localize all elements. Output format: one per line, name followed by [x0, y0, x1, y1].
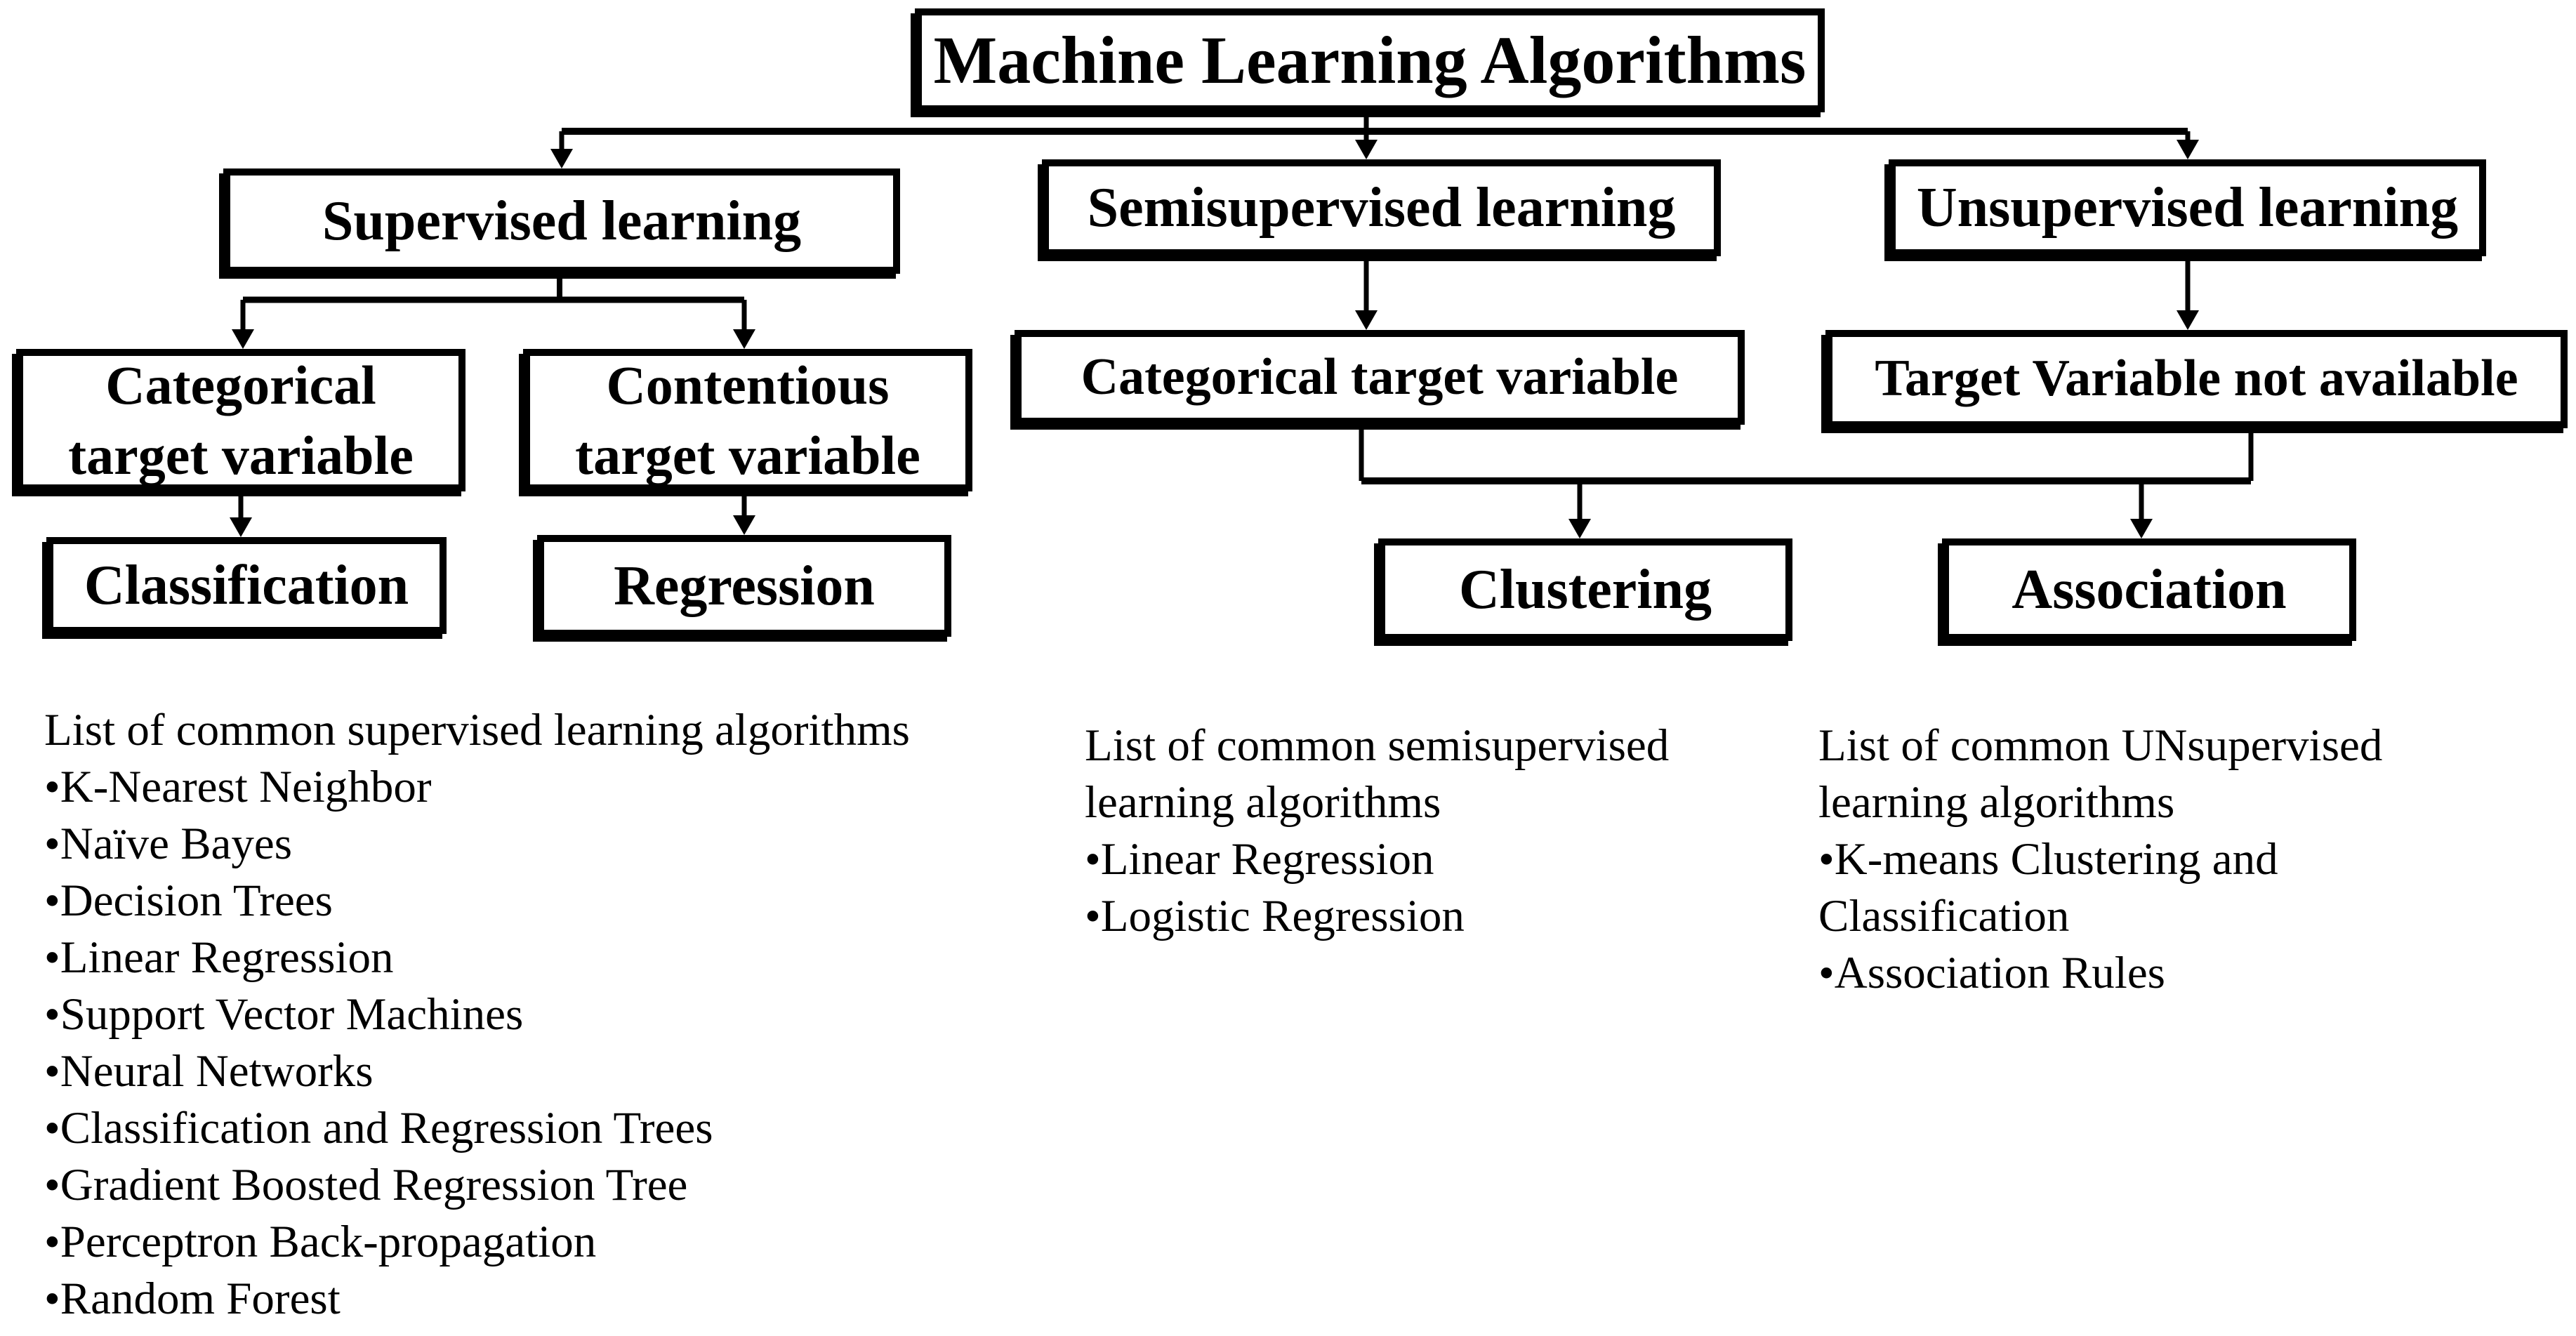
list-line: •Decision Trees	[44, 875, 333, 926]
clustering-association-connector	[1359, 423, 2254, 538]
list-line: •Neural Networks	[44, 1046, 374, 1097]
node-categorical-target-variable-semisupervised: Categorical target variable	[1015, 330, 1745, 425]
node-label: Target Variable not available	[1875, 350, 2518, 408]
node-label: Unsupervised learning	[1916, 177, 2459, 239]
list-line: •K-Nearest Neighbor	[44, 762, 432, 812]
node-label: Categorical target variable	[1081, 348, 1679, 406]
node-machine-learning-algorithms: Machine Learning Algorithms	[915, 8, 1825, 112]
list-line: •Naïve Bayes	[44, 819, 293, 869]
node-label: Categorical target variable	[68, 354, 414, 486]
list-line: •Logistic Regression	[1085, 891, 1465, 941]
list-line: •Classification and Regression Trees	[44, 1103, 713, 1153]
node-label: Association	[2012, 559, 2287, 621]
unsupervised-algorithms-list: List of common UNsupervised learning algo…	[1818, 717, 2570, 1002]
list-line: List of common semisupervised	[1085, 720, 1670, 771]
node-regression: Regression	[537, 535, 951, 637]
node-label: Regression	[614, 555, 875, 617]
list-line: learning algorithms	[1818, 777, 2175, 828]
node-label: Contentious target variable	[575, 354, 920, 486]
node-clustering: Clustering	[1378, 538, 1792, 641]
unsupervised-down-arrow	[2177, 255, 2199, 330]
list-line: •Support Vector Machines	[44, 989, 524, 1040]
node-supervised-learning: Supervised learning	[223, 168, 900, 274]
list-line: •Perceptron Back-propagation	[44, 1217, 597, 1267]
node-classification: Classification	[46, 537, 447, 634]
node-label: Semisupervised learning	[1087, 177, 1676, 239]
supervised-split-connector	[232, 272, 755, 349]
semisupervised-down-arrow	[1355, 255, 1378, 330]
node-label: Clustering	[1459, 559, 1712, 621]
list-line: •Gradient Boosted Regression Tree	[44, 1160, 688, 1210]
node-label: Classification	[84, 555, 409, 616]
title-to-branches-connector	[550, 111, 2199, 168]
node-categorical-target-variable-supervised: Categorical target variable	[16, 349, 465, 491]
list-line: learning algorithms	[1085, 777, 1441, 828]
node-contentious-target-variable: Contentious target variable	[523, 349, 972, 491]
node-association: Association	[1942, 538, 2356, 641]
node-label: Machine Learning Algorithms	[933, 22, 1806, 98]
list-line: •Linear Regression	[44, 932, 394, 983]
list-line: •Linear Regression	[1085, 834, 1434, 885]
semisupervised-algorithms-list: List of common semisupervised learning al…	[1085, 717, 1801, 945]
contentious-to-regression-arrow	[733, 490, 755, 535]
node-semisupervised-learning: Semisupervised learning	[1042, 159, 1721, 256]
node-unsupervised-learning: Unsupervised learning	[1889, 159, 2486, 256]
list-line: •Random Forest	[44, 1274, 341, 1324]
node-target-variable-not-available: Target Variable not available	[1825, 330, 2568, 428]
supervised-algorithms-list: List of common supervised learning algor…	[44, 702, 1097, 1328]
list-line: Classification	[1818, 891, 2070, 941]
list-line: •Association Rules	[1818, 948, 2165, 998]
list-line: •K-means Clustering and	[1818, 834, 2278, 885]
node-label: Supervised learning	[322, 190, 802, 252]
list-line: List of common UNsupervised	[1818, 720, 2383, 771]
categorical-to-classification-arrow	[230, 490, 252, 537]
list-line: List of common supervised learning algor…	[44, 705, 910, 755]
